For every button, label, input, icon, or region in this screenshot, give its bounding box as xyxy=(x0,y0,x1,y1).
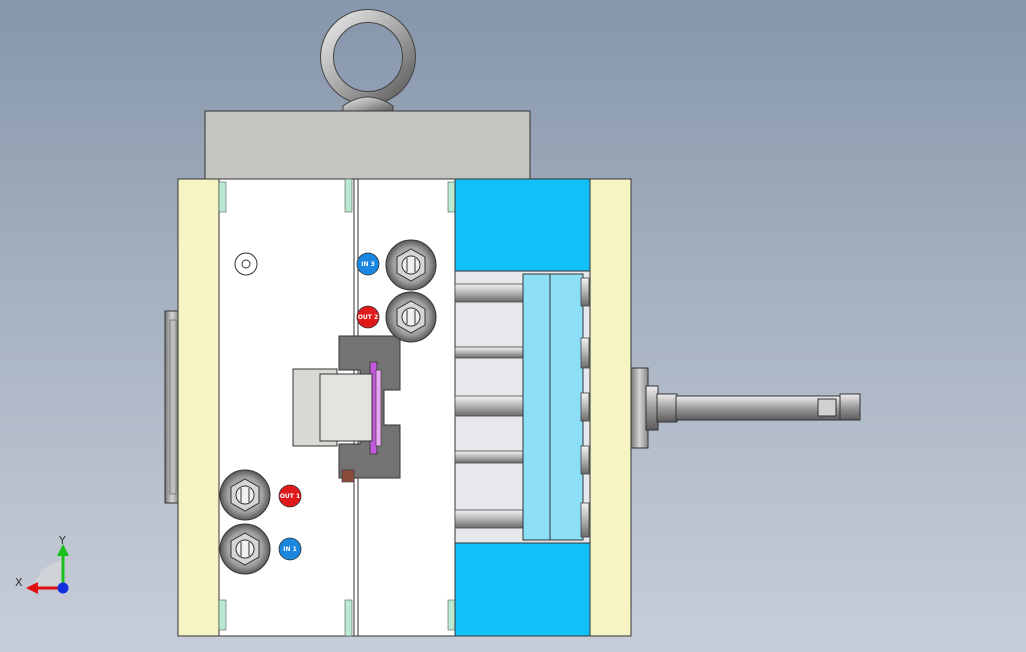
molded-part[interactable] xyxy=(292,317,409,483)
eyebolt[interactable] xyxy=(320,9,416,113)
port-out-bottom-label: OUT 1 xyxy=(280,493,300,500)
cooling-fitting-lower-2[interactable] xyxy=(219,523,271,575)
cooling-fitting-mid[interactable] xyxy=(385,291,437,343)
port-in-top[interactable]: IN 3 xyxy=(356,252,380,276)
y-axis-label: Y xyxy=(58,534,66,547)
x-axis-arrowhead-icon xyxy=(26,582,38,594)
top-block[interactable] xyxy=(204,110,531,180)
port-out-bottom[interactable]: OUT 1 xyxy=(278,484,302,508)
ejector-pins[interactable] xyxy=(454,283,526,529)
clamp-plate-left[interactable] xyxy=(177,178,220,637)
port-in-top-label: IN 3 xyxy=(361,261,375,268)
locating-ring[interactable] xyxy=(164,310,180,504)
cooling-fitting-lower-1[interactable] xyxy=(219,469,271,521)
axis-triad: Y X xyxy=(15,534,69,594)
clamp-plate-right[interactable] xyxy=(589,178,632,637)
port-in-bottom[interactable]: IN 1 xyxy=(278,537,302,561)
z-axis-dot xyxy=(57,582,69,594)
cooling-fitting-top[interactable] xyxy=(385,239,437,291)
screw-head-icon xyxy=(234,252,258,276)
sprue-bushing-rod[interactable] xyxy=(630,367,861,449)
ejector-plates[interactable] xyxy=(522,273,590,541)
x-axis-label: X xyxy=(15,576,23,589)
port-out-top-label: OUT 2 xyxy=(358,314,378,321)
port-out-top[interactable]: OUT 2 xyxy=(356,305,380,329)
y-axis-arrowhead-icon xyxy=(57,544,69,556)
port-in-bottom-label: IN 1 xyxy=(283,546,297,553)
